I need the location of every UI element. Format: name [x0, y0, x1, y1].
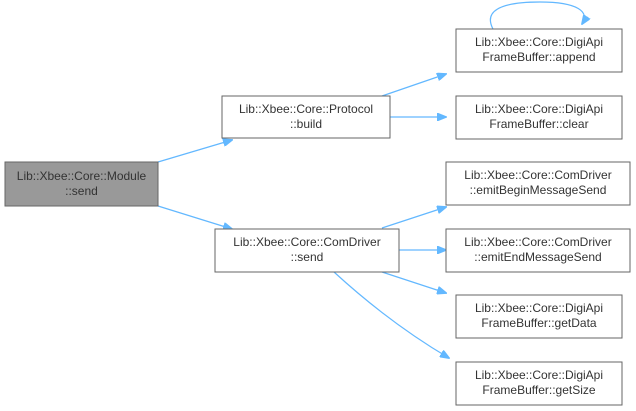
node-protocol-build-line1: Lib::Xbee::Core::Protocol: [239, 102, 373, 116]
node-framebuffer-getdata-line1: Lib::Xbee::Core::DigiApi: [475, 301, 603, 315]
node-framebuffer-append-line1: Lib::Xbee::Core::DigiApi: [475, 35, 603, 49]
edges: [157, 1, 584, 358]
edge-comdriver-send-to-getdata: [381, 271, 446, 293]
node-emit-end-line2: ::emitEndMessageSend: [474, 250, 601, 264]
node-module-send-line2: ::send: [65, 184, 98, 198]
node-framebuffer-clear[interactable]: Lib::Xbee::Core::DigiApi FrameBuffer::cl…: [455, 95, 623, 140]
edge-protocol-build-to-append: [381, 74, 446, 97]
node-framebuffer-getdata[interactable]: Lib::Xbee::Core::DigiApi FrameBuffer::ge…: [455, 294, 623, 339]
node-emit-end-message-send[interactable]: Lib::Xbee::Core::ComDriver ::emitEndMess…: [445, 228, 631, 273]
node-protocol-build[interactable]: Lib::Xbee::Core::Protocol ::build: [221, 95, 391, 139]
node-module-send-line1: Lib::Xbee::Core::Module: [17, 169, 147, 183]
node-framebuffer-append-line2: FrameBuffer::append: [482, 50, 595, 64]
node-framebuffer-getsize[interactable]: Lib::Xbee::Core::DigiApi FrameBuffer::ge…: [455, 361, 623, 406]
node-comdriver-send-line1: Lib::Xbee::Core::ComDriver: [233, 235, 380, 249]
edge-module-to-protocol-build: [157, 140, 232, 163]
node-comdriver-send[interactable]: Lib::Xbee::Core::ComDriver ::send: [214, 228, 400, 273]
node-emit-begin-line1: Lib::Xbee::Core::ComDriver: [464, 168, 611, 182]
edge-comdriver-send-to-emit-begin: [381, 207, 446, 229]
edge-module-to-comdriver-send: [157, 205, 232, 229]
node-framebuffer-getdata-line2: FrameBuffer::getData: [481, 316, 596, 330]
edge-comdriver-send-to-getsize: [333, 271, 449, 358]
node-framebuffer-clear-line1: Lib::Xbee::Core::DigiApi: [475, 102, 603, 116]
node-framebuffer-clear-line2: FrameBuffer::clear: [489, 117, 588, 131]
node-framebuffer-getsize-line1: Lib::Xbee::Core::DigiApi: [475, 368, 603, 382]
node-module-send[interactable]: Lib::Xbee::Core::Module ::send: [4, 161, 159, 207]
node-emit-begin-line2: ::emitBeginMessageSend: [470, 183, 607, 197]
edge-append-self-loop: [489, 1, 584, 30]
node-emit-end-line1: Lib::Xbee::Core::ComDriver: [464, 235, 611, 249]
node-framebuffer-append[interactable]: Lib::Xbee::Core::DigiApi FrameBuffer::ap…: [455, 28, 623, 73]
node-comdriver-send-line2: ::send: [291, 250, 324, 264]
node-framebuffer-getsize-line2: FrameBuffer::getSize: [482, 383, 595, 397]
node-emit-begin-message-send[interactable]: Lib::Xbee::Core::ComDriver ::emitBeginMe…: [445, 161, 631, 206]
node-protocol-build-line2: ::build: [290, 117, 322, 131]
